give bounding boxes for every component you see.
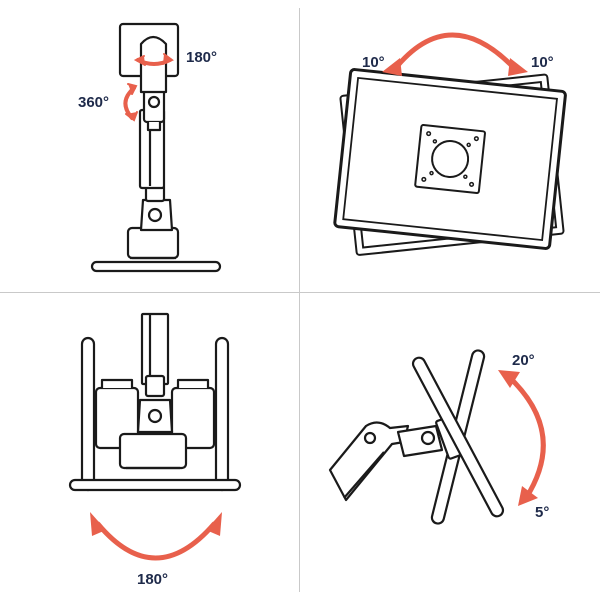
arm-collar	[144, 374, 166, 398]
rail-right	[214, 336, 230, 492]
rail-left	[80, 336, 96, 492]
panel-bottom-right	[328, 349, 546, 525]
rotate-arrow-icon	[123, 83, 138, 122]
panel-top-right	[333, 32, 567, 256]
pan-arc-arrow-icon	[90, 512, 222, 561]
vertical-divider	[299, 8, 300, 592]
desk-base	[90, 260, 222, 273]
panel-bottom-left	[68, 312, 242, 561]
panel-top-left	[90, 22, 222, 273]
lower-pivot	[147, 207, 163, 223]
label-tilt-left-10: 10°	[362, 54, 385, 71]
label-swivel-180: 180°	[186, 49, 218, 66]
clamp-bracket	[126, 226, 180, 260]
clamp-block	[118, 432, 188, 470]
tilt-arc-arrow-icon	[498, 370, 546, 506]
label-rotate-360: 360°	[78, 94, 110, 111]
label-tilt-right-10: 10°	[531, 54, 554, 71]
tilt-pivot	[420, 430, 436, 446]
swivel-arrow-icon	[133, 53, 174, 66]
arm-post	[140, 312, 170, 386]
vesa-plate-icon	[414, 124, 486, 194]
base-plate	[68, 478, 242, 492]
horizontal-divider	[0, 292, 600, 293]
arm-pivot	[363, 431, 377, 445]
rotation-arc-arrow-icon	[382, 32, 528, 76]
label-tilt-up-20: 20°	[512, 352, 535, 369]
label-tilt-down-5: 5°	[535, 504, 550, 521]
label-pan-180: 180°	[137, 571, 169, 588]
monitor-side	[411, 356, 505, 518]
upper-pivot	[147, 95, 161, 109]
tilt-joint	[396, 424, 444, 458]
hinge-pivot	[147, 408, 163, 424]
